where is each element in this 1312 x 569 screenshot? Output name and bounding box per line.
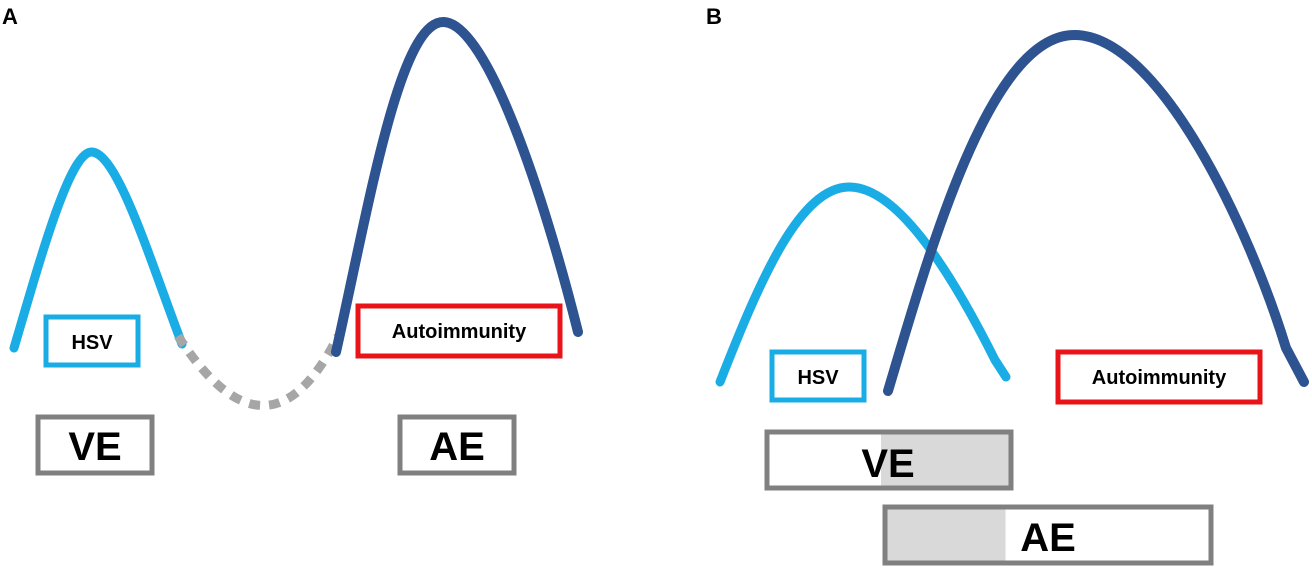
ae-label-a: AE [429, 425, 485, 469]
panel-b: HSV Autoimmunity VE AE [715, 29, 1309, 566]
panel-a: HSV Autoimmunity VE AE [9, 16, 583, 476]
overlap-shade-ve [881, 434, 1009, 486]
hsv-label-a: HSV [71, 332, 113, 354]
dotted-gap-curve-a [174, 333, 343, 410]
hsv-label-b: HSV [797, 367, 839, 389]
autoimmunity-label-b: Autoimmunity [1092, 367, 1227, 389]
ae-box-a [397, 414, 517, 476]
autoimmunity-label-a: Autoimmunity [392, 321, 527, 343]
autoimmunity-box-a [355, 303, 563, 359]
autoimmunity-curve-a [331, 16, 583, 357]
autoimmunity-curve-b [883, 29, 1309, 396]
panel-b-label: B [706, 4, 722, 29]
hsv-curve-b [715, 182, 1011, 387]
ve-label-a: VE [68, 425, 121, 469]
ve-box-a [35, 414, 155, 476]
ae-label-b: AE [1020, 516, 1076, 560]
overlap-shade-ae [887, 509, 1006, 561]
hsv-curve-a [9, 147, 187, 353]
ve-label-b: VE [861, 442, 914, 486]
autoimmunity-box-b [1055, 349, 1263, 405]
hsv-box-a [43, 314, 141, 368]
hsv-box-b [769, 349, 867, 403]
panel-a-label: A [2, 4, 18, 29]
